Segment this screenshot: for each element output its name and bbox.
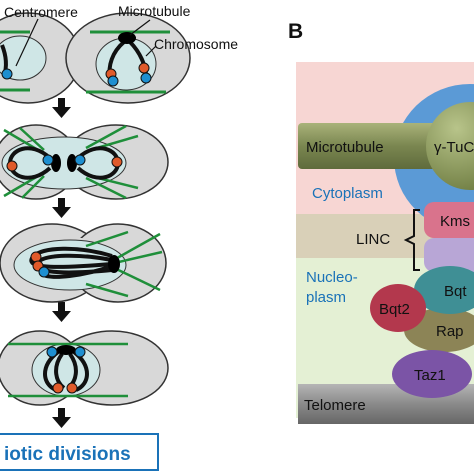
spb <box>118 32 136 44</box>
panel-letter-b: B <box>288 20 303 43</box>
label-centromere: Centromere <box>4 4 78 20</box>
centromere-dot <box>1 68 13 80</box>
down-arrow-icon <box>52 302 71 322</box>
telomere-dot <box>30 251 42 263</box>
linc-bracket <box>403 209 420 271</box>
taz1-protein <box>392 350 472 398</box>
bqt2-protein <box>370 284 426 332</box>
centromere-dot <box>42 154 54 166</box>
label-taz1: Taz1 <box>414 367 446 384</box>
microtubule-bar <box>298 123 454 169</box>
stage-4-cell <box>0 330 169 406</box>
label-telomere: Telomere <box>304 397 366 414</box>
kms-pink <box>424 202 474 238</box>
meiotic-divisions-box <box>0 433 159 471</box>
kms-lavender <box>424 238 474 272</box>
centromere-dot <box>74 346 86 358</box>
spb <box>51 154 61 172</box>
label-microtubule-b: Microtubule <box>306 139 384 156</box>
label-cytoplasm: Cytoplasm <box>312 185 383 202</box>
label-bqt-top: Bqt <box>444 283 467 300</box>
telomere-dot <box>52 382 64 394</box>
down-arrow-icon <box>52 198 71 218</box>
leader-line <box>145 45 157 57</box>
panel-a: Centromere Microtubule Chromosome <box>0 3 238 471</box>
centromere-dot <box>74 154 86 166</box>
centromere-dot <box>107 75 119 87</box>
down-arrow-icon <box>52 98 71 118</box>
centromere-dot <box>46 346 58 358</box>
spb <box>56 345 76 355</box>
label-nucleoplasm-2: plasm <box>306 289 346 306</box>
label-bqt2: Bqt2 <box>379 301 410 318</box>
telomere-dot <box>6 160 18 172</box>
panel-b: B Microtubule γ-TuC Cytoplasm LINC Kms N… <box>288 20 474 424</box>
bqt1-protein <box>414 266 474 314</box>
label-linc: LINC <box>356 231 390 248</box>
spb <box>108 255 120 273</box>
label-nucleoplasm-1: Nucleo- <box>306 269 358 286</box>
gamma-tuc-ball <box>426 102 474 190</box>
stage-1-cells <box>0 12 191 104</box>
stage-2-cell <box>0 124 169 200</box>
leader-line <box>15 18 39 67</box>
label-chromosome: Chromosome <box>154 36 238 52</box>
telomere-dot <box>111 156 123 168</box>
label-gtuc: γ-TuC <box>434 139 474 156</box>
label-microtubule: Microtubule <box>118 3 191 19</box>
telomere-dot <box>66 382 78 394</box>
centromere-dot <box>38 266 50 278</box>
label-kms: Kms <box>440 213 470 230</box>
meiotic-divisions-label: iotic divisions <box>4 444 131 465</box>
nucleus-left <box>0 35 47 81</box>
down-arrow-icon <box>52 408 71 428</box>
telomere-dot <box>138 62 150 74</box>
spb <box>67 154 77 172</box>
label-rap: Rap <box>436 323 464 340</box>
centromere-dot <box>140 72 152 84</box>
stage-3-cell <box>0 223 167 303</box>
leader-line <box>129 19 151 36</box>
